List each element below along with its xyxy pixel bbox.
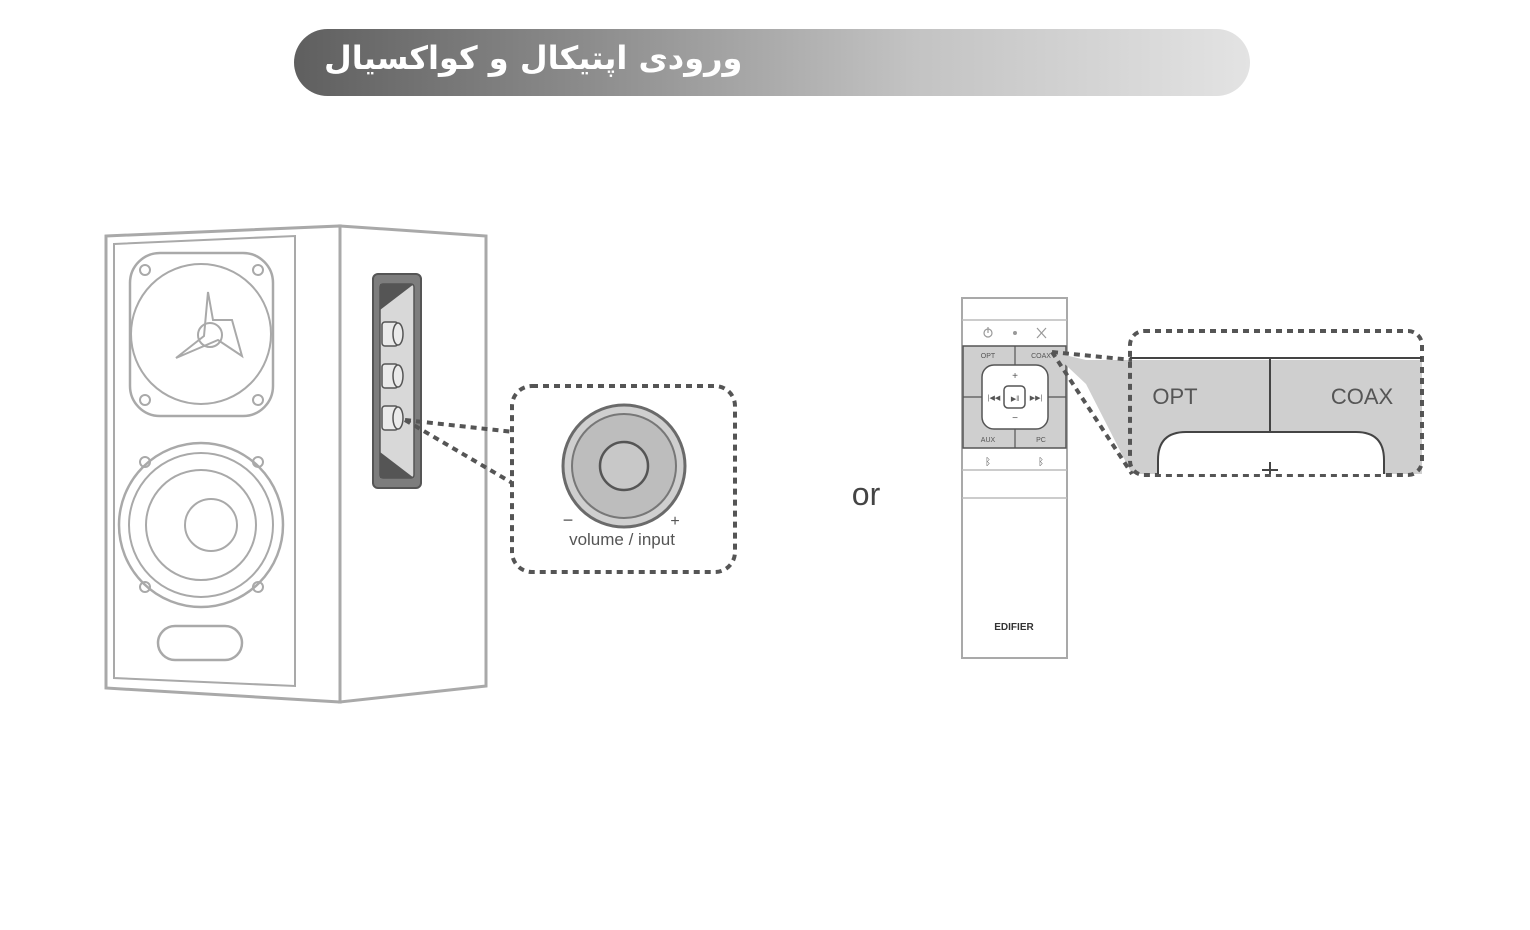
panel-knob <box>381 321 404 431</box>
next-track-icon[interactable]: ▶▶| <box>1030 395 1043 402</box>
indicator-dot-icon <box>1013 331 1017 335</box>
remote-control: OPT COAX AUX PC ▶‖ + − |◀◀ ▶▶| ᛒ ᛒ EDIFI… <box>961 297 1068 659</box>
previous-track-icon[interactable]: |◀◀ <box>988 395 1001 402</box>
knob-plus-label: + <box>670 513 679 530</box>
remote-aux-button[interactable]: AUX <box>981 437 996 444</box>
knob-minus-label: − <box>563 510 574 530</box>
bluetooth-icon[interactable]: ᛒ <box>1038 457 1044 468</box>
remote-opt-button[interactable]: OPT <box>981 353 996 360</box>
knob-label: volume / input <box>569 530 675 549</box>
callout-opt-label: OPT <box>1152 384 1197 409</box>
play-pause-button[interactable] <box>1003 385 1026 409</box>
remote-volume-down-button[interactable]: − <box>1012 413 1018 424</box>
bluetooth-icon[interactable]: ᛒ <box>985 457 991 468</box>
speaker-illustration <box>104 224 488 704</box>
remote-brand-logo: EDIFIER <box>994 622 1034 633</box>
play-pause-icon: ▶‖ <box>1011 396 1019 403</box>
knob-callout-lines <box>403 418 516 486</box>
or-connector-text: or <box>852 476 881 512</box>
remote-coax-button[interactable]: COAX <box>1031 353 1051 360</box>
title-banner: ورودی اپتیکال و کواکسیال <box>294 29 1250 96</box>
remote-callout: OPT COAX <box>1050 329 1424 477</box>
page-title: ورودی اپتیکال و کواکسیال <box>324 39 743 77</box>
knob-callout: − + volume / input <box>510 384 737 574</box>
callout-coax-label: COAX <box>1331 384 1394 409</box>
remote-volume-up-button[interactable]: + <box>1012 371 1018 382</box>
mute-icon[interactable] <box>1036 327 1047 339</box>
speaker-control-panel <box>372 273 422 489</box>
remote-pc-button[interactable]: PC <box>1036 437 1046 444</box>
